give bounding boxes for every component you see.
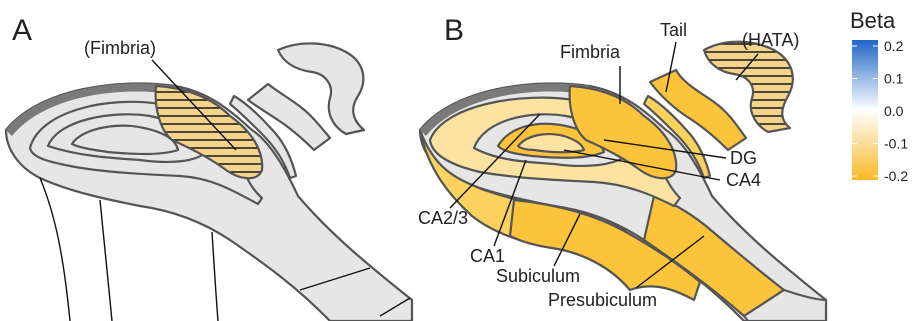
panel-a-segment-line-2 [100, 200, 112, 321]
panel-b-ca1-label: CA1 [470, 246, 505, 266]
panel-a-fimbria-label: (Fimbria) [84, 38, 156, 58]
legend-tick-label: -0.1 [884, 136, 908, 152]
panel-b-fimbria-label: Fimbria [560, 42, 621, 62]
legend-tick-label: 0.2 [884, 38, 904, 54]
panel-b-presubiculum-label: Presubiculum [548, 290, 657, 310]
panel-b-letter: B [444, 14, 464, 47]
panel-a-segment-line-3 [212, 232, 218, 321]
panel-b-dg-label: DG [730, 148, 757, 168]
panel-b-tail-label: Tail [660, 20, 687, 40]
legend: Beta 0.2 0.1 0.0 -0.1 -0.2 [850, 8, 908, 184]
panel-b-ca23-label: CA2/3 [418, 208, 468, 228]
panel-b: B Fimbria Tail (HATA) DG [418, 14, 826, 321]
panel-a-letter: A [12, 14, 32, 47]
legend-title: Beta [850, 8, 896, 33]
panel-b-subiculum-label: Subiculum [496, 266, 580, 286]
legend-tick-label: 0.0 [884, 103, 904, 119]
panel-a-segment-line-1 [40, 178, 70, 321]
panel-b-hata-label: (HATA) [742, 30, 799, 50]
legend-tick-label: 0.1 [884, 71, 904, 87]
legend-tick-label: -0.2 [884, 168, 908, 184]
panel-a: A (Fimbria) [6, 14, 412, 321]
panel-b-ca4-label: CA4 [726, 170, 761, 190]
legend-colorbar [852, 40, 878, 180]
